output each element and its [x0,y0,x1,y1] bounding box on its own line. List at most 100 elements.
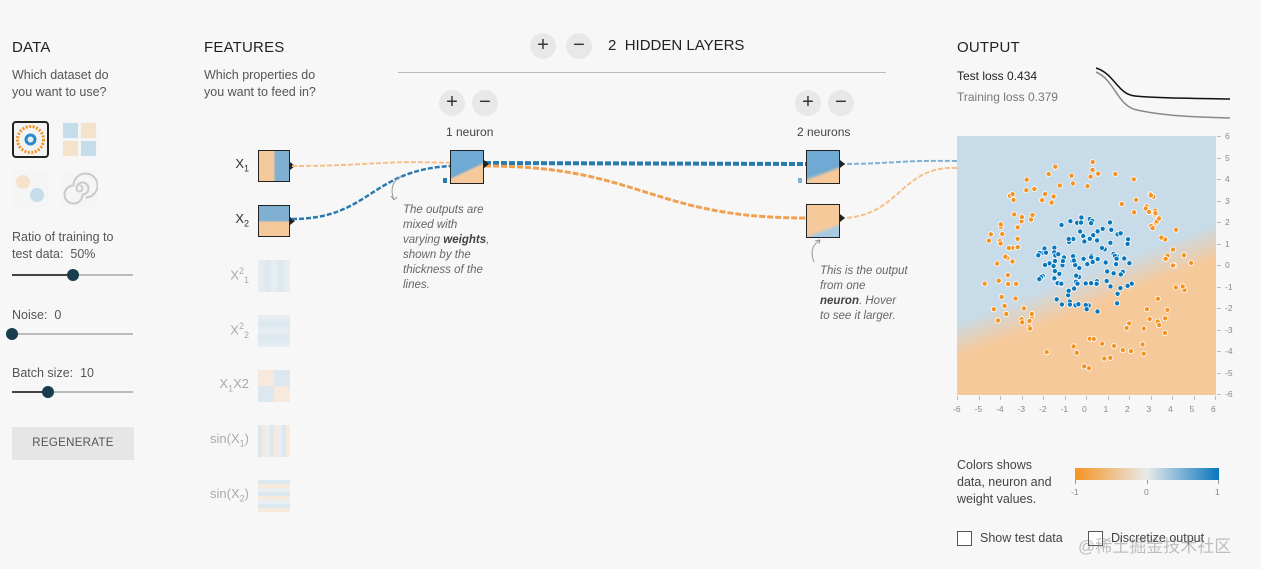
data-point [1101,355,1108,362]
data-point [1088,220,1095,227]
data-point [1042,261,1049,268]
x-tick-label: -6 [953,404,961,414]
remove-layer-button[interactable]: − [566,33,592,59]
neuron-layer1-1[interactable] [450,150,484,184]
data-point [1056,182,1063,189]
feature-toggle[interactable] [258,315,290,347]
show-test-data-checkbox[interactable] [957,531,972,546]
data-point [997,221,1004,228]
data-point [1139,341,1146,348]
add-layer-button[interactable]: + [530,33,556,59]
x-tick-label: 2 [1125,404,1130,414]
noise-label: Noise: 0 [12,308,62,322]
link-x1-n1[interactable] [291,161,452,167]
discretize-output-checkbox[interactable] [1088,531,1103,546]
data-point [1131,209,1138,216]
data-point [997,240,1004,247]
data-point [1005,280,1012,287]
data-point [1073,349,1080,356]
data-point [1162,315,1169,322]
data-point [1070,343,1077,350]
data-point [1126,320,1133,327]
data-point [1099,225,1106,232]
layer1-add-neuron-button[interactable]: + [439,90,465,116]
neuron-layer2-1[interactable] [806,150,840,184]
bias-indicator [443,178,447,183]
data-point [1112,170,1119,177]
x-tick-label: -3 [1017,404,1026,414]
data-point [1014,235,1021,242]
data-point [1055,251,1062,258]
dataset-spiral-thumb[interactable] [61,170,98,207]
dataset-circle-thumb[interactable] [12,121,49,158]
feature-label: X2 [235,211,249,229]
feature-toggle[interactable] [258,370,290,402]
data-point [994,260,1001,267]
dataset-xor-icon [63,123,96,156]
data-point [998,293,1005,300]
data-point [1074,280,1081,287]
x-tick-mark [1021,396,1023,400]
layers-count: 2 [608,37,617,54]
feature-toggle[interactable] [258,260,290,292]
data-point [1052,163,1059,170]
data-point [1082,280,1089,287]
x-tick-mark [957,396,958,400]
color-legend-bar [1075,468,1219,480]
data-point [1164,306,1171,313]
regenerate-button[interactable]: REGENERATE [12,427,134,460]
dataset-xor-thumb[interactable] [61,121,98,158]
data-point [1059,258,1066,265]
link-x2-n1[interactable] [291,164,452,221]
feature-toggle[interactable] [258,425,290,457]
ratio-slider-fill [12,274,73,276]
y-tick-label: 2 [1225,217,1230,227]
data-point [1133,196,1140,203]
data-point [1145,209,1152,216]
noise-slider-handle[interactable] [6,328,18,340]
data-point [1155,215,1162,222]
feature-toggle[interactable] [258,480,290,512]
data-point [1099,340,1106,347]
link-n1-n2b[interactable] [484,164,807,220]
link-n2b-out[interactable] [839,166,958,219]
dataset-gauss-thumb[interactable] [12,170,49,207]
output-heatmap[interactable] [957,136,1216,395]
data-point [1014,244,1021,251]
feature-toggle[interactable] [258,150,290,182]
hidden-layers-heading: 2 HIDDEN LAYERS [608,37,744,54]
noise-slider[interactable] [6,328,133,340]
x-tick-label: 5 [1189,404,1195,414]
ratio-value: 50% [70,247,96,261]
layer2-remove-neuron-button[interactable]: − [828,90,854,116]
batch-slider[interactable] [12,386,133,398]
data-point [1147,192,1154,199]
x-tick-label: 1 [1103,404,1109,414]
ratio-slider[interactable] [12,269,133,281]
features-title: FEATURES [204,39,285,56]
layer2-add-neuron-button[interactable]: + [795,90,821,116]
y-tick-mark [1217,200,1221,202]
data-point [1117,285,1124,292]
minus-icon: − [835,91,847,113]
x-tick-mark [1000,396,1001,400]
feature-label: X22 [230,321,249,340]
link-n2a-out[interactable] [839,159,958,165]
ratio-slider-handle[interactable] [66,269,79,281]
y-tick-mark [1217,157,1221,159]
data-point [1036,276,1043,283]
data-point [1140,350,1147,357]
neuron-output-arrow-icon [484,160,489,168]
neuron-layer2-2[interactable] [806,204,840,238]
layer1-remove-neuron-button[interactable]: − [472,90,498,116]
data-point [1161,330,1168,337]
y-tick-label: -1 [1225,281,1233,292]
note-arrow [811,239,821,263]
link-n1-n2a[interactable] [484,161,807,166]
data-point [1065,287,1072,294]
feature-toggle[interactable] [258,205,290,237]
x-tick-label: 6 [1211,404,1216,414]
data-point [1019,319,1026,326]
batch-slider-handle[interactable] [42,386,55,398]
